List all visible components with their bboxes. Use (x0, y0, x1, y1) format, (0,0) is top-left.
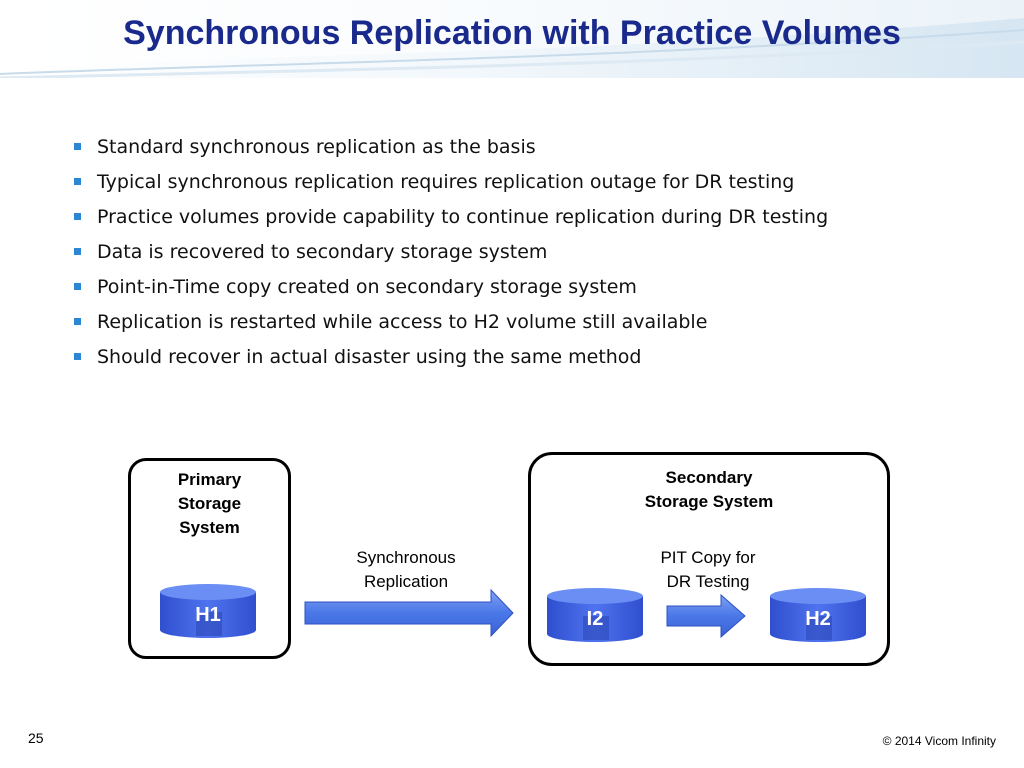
secondary-storage-label: Secondary Storage System (644, 468, 774, 511)
list-item: Should recover in actual disaster using … (72, 340, 828, 375)
slide-number: 25 (28, 730, 44, 746)
square-bullet-icon (74, 283, 81, 290)
bullet-text: Data is recovered to secondary storage s… (97, 241, 548, 263)
sync-replication-label: Synchronous Replication (356, 548, 456, 591)
bullet-text: Typical synchronous replication requires… (97, 171, 795, 193)
pit-copy-arrow (666, 593, 746, 639)
title-band (0, 0, 1024, 78)
square-bullet-icon (74, 318, 81, 325)
database-cylinder-icon (547, 588, 643, 642)
list-item: Practice volumes provide capability to c… (72, 200, 828, 235)
bullet-text: Point-in-Time copy created on secondary … (97, 276, 637, 298)
pit-copy-label: PIT Copy for DR Testing (660, 548, 756, 591)
square-bullet-icon (74, 248, 81, 255)
volume-label: H2 (805, 608, 831, 630)
volume-h1: H1 (158, 582, 258, 640)
database-cylinder-icon (160, 584, 256, 638)
page-title: Synchronous Replication with Practice Vo… (123, 14, 901, 52)
square-bullet-icon (74, 353, 81, 360)
database-cylinder-icon (770, 588, 866, 642)
list-item: Point-in-Time copy created on secondary … (72, 270, 828, 305)
sync-replication-arrow (304, 588, 514, 638)
copyright-notice: © 2014 Vicom Infinity (882, 734, 996, 748)
bullet-text: Replication is restarted while access to… (97, 311, 708, 333)
square-bullet-icon (74, 178, 81, 185)
bullet-text: Standard synchronous replication as the … (97, 136, 536, 158)
volume-label: I2 (586, 608, 604, 630)
volume-label: H1 (195, 604, 221, 626)
list-item: Data is recovered to secondary storage s… (72, 235, 828, 270)
square-bullet-icon (74, 213, 81, 220)
volume-i2: I2 (545, 586, 645, 644)
title-band-waves (0, 0, 1024, 78)
bullet-text: Should recover in actual disaster using … (97, 346, 642, 368)
list-item: Typical synchronous replication requires… (72, 165, 828, 200)
bullet-text: Practice volumes provide capability to c… (97, 206, 829, 228)
volume-h2: H2 (768, 586, 868, 644)
square-bullet-icon (74, 143, 81, 150)
list-item: Replication is restarted while access to… (72, 305, 828, 340)
primary-storage-label: Primary Storage System (177, 470, 242, 537)
bullet-list: Standard synchronous replication as the … (72, 130, 828, 375)
list-item: Standard synchronous replication as the … (72, 130, 828, 165)
